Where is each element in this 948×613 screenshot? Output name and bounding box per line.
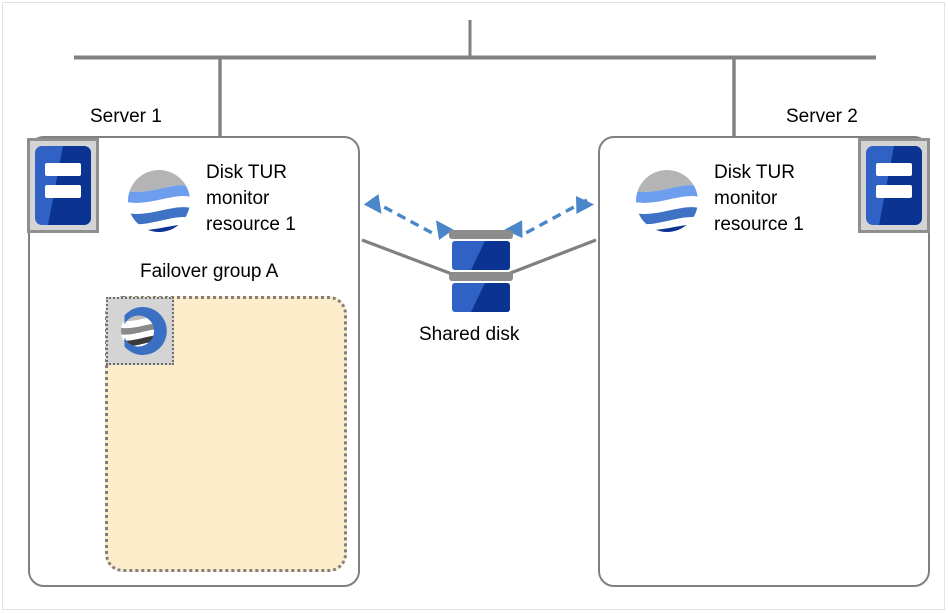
disk-stack-icon [449, 230, 513, 312]
globe-monitor-icon-server2 [636, 170, 698, 232]
failover-group-label: Failover group A [140, 261, 279, 282]
monitor-res-line3: resource 1 [206, 214, 296, 235]
failover-group-icon [121, 307, 167, 355]
disk-link-server2 [507, 238, 597, 276]
disk-link-server1 [361, 238, 453, 276]
monitor-res-line2: monitor [206, 188, 270, 209]
server1-monitor-resource-label: Disk TUR monitor resource 1 [206, 160, 296, 238]
double-arrow-dashed-icon-left [363, 194, 454, 241]
failover-group-icon-badge [106, 297, 174, 365]
server2-title: Server 2 [786, 106, 858, 127]
server2-icon-badge [858, 138, 930, 233]
globe-monitor-icon-server1 [128, 170, 190, 232]
double-arrow-dashed-icon-right [504, 195, 595, 239]
server1-title: Server 1 [90, 106, 162, 127]
shared-disk-label: Shared disk [419, 324, 520, 345]
monitor-res-line1: Disk TUR [206, 162, 287, 183]
monitor-res-line2: monitor [714, 188, 778, 209]
server-icon [35, 146, 91, 225]
server1-icon-badge [27, 138, 99, 233]
monitor-res-line3: resource 1 [714, 214, 804, 235]
monitor-res-line1: Disk TUR [714, 162, 795, 183]
server-icon [866, 146, 922, 225]
server2-monitor-resource-label: Disk TUR monitor resource 1 [714, 160, 804, 238]
